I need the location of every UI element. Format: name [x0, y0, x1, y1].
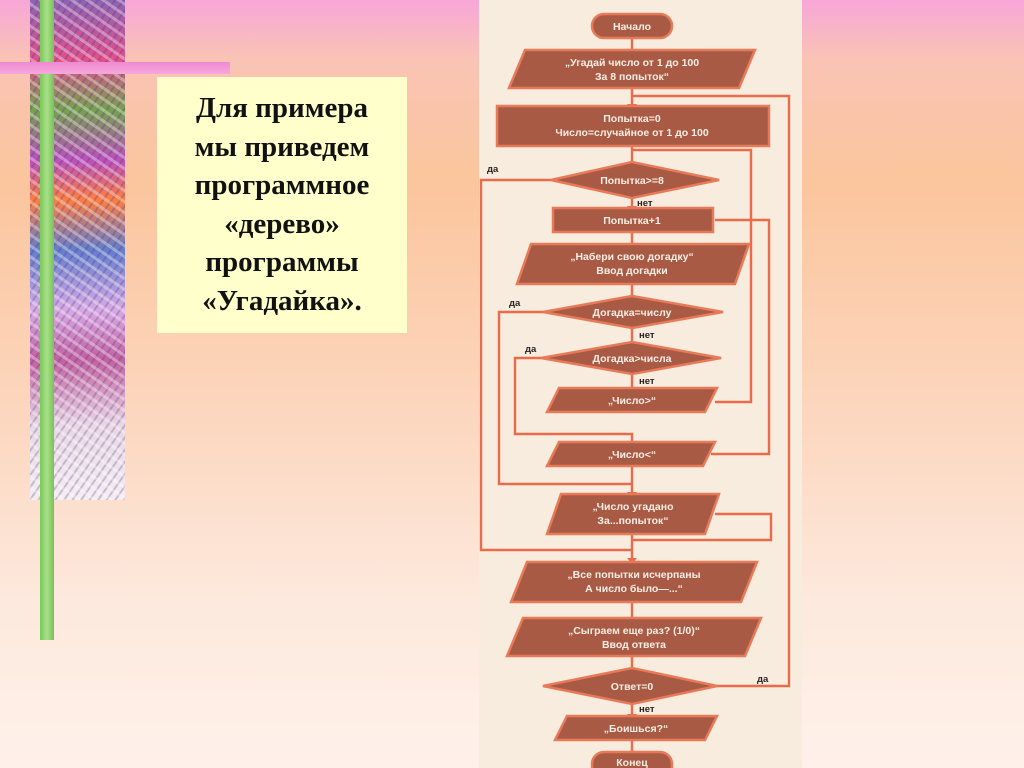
decision-shape [540, 340, 722, 376]
flow-node-print-less: „Число<“ [544, 440, 718, 468]
flow-node-ask-again: „Сыграем еще раз? (1/0)“ Ввод ответа [505, 616, 763, 658]
terminal-shape [590, 12, 674, 40]
caption-line: «Угадайка». [202, 284, 362, 317]
parallelogram-shape [515, 242, 751, 286]
parallelogram-shape [544, 386, 720, 414]
node-label: За 8 попыток“ [595, 71, 669, 83]
flow-node-print-lose: „Все попытки исчерпаны А число было—...“ [509, 560, 759, 604]
node-label: „Все попытки исчерпаны [567, 569, 700, 581]
node-label: Ввод догадки [596, 265, 667, 277]
branch-no-label: нет [639, 376, 655, 387]
node-label: Ответ=0 [611, 681, 654, 693]
branch-yes-label: да [487, 164, 499, 175]
node-label: Начало [613, 21, 651, 33]
connector-loop [711, 218, 771, 456]
flow-node-print-greater: „Число>“ [544, 386, 720, 414]
caption-line: программное [194, 169, 370, 201]
parallelogram-shape [552, 714, 720, 742]
node-label: Попытка=0 [603, 113, 661, 125]
connector [632, 512, 773, 542]
caption-line: Для примера [196, 92, 368, 124]
decorative-green-stripe [40, 0, 54, 640]
flow-node-check-greater: Догадка>числа да нет [525, 340, 722, 387]
terminal-shape [590, 750, 674, 768]
parallelogram-shape [505, 616, 763, 658]
connectors [479, 38, 791, 752]
node-label: „Набери свою догадку“ [570, 251, 694, 263]
flow-node-init: Попытка=0 Число=случайное от 1 до 100 [495, 104, 771, 148]
node-label: „Сыграем еще раз? (1/0)“ [568, 625, 700, 637]
parallelogram-shape [507, 48, 757, 90]
node-label: „Число<“ [608, 449, 656, 461]
caption-line: программы [205, 246, 359, 278]
connector-yes [497, 310, 632, 486]
flow-node-end: Конец [590, 750, 674, 768]
flow-node-increment: Попытка+1 [551, 206, 715, 234]
flow-node-intro: „Угадай число от 1 до 100 За 8 попыток“ [507, 48, 757, 90]
process-shape [551, 206, 715, 234]
flow-node-print-scared: „Боишься?“ [552, 714, 720, 742]
flow-node-start: Начало [590, 12, 674, 40]
caption-text: Для примера мы приведем программное «дер… [195, 89, 370, 320]
branch-yes-label: да [757, 674, 769, 685]
branch-no-label: нет [637, 198, 653, 209]
node-label: Догадка=числу [593, 307, 672, 319]
flowchart-image: Начало „Угадай число от 1 до 100 За 8 по… [479, 0, 802, 768]
node-label: Ввод ответа [602, 639, 666, 651]
node-label: „Угадай число от 1 до 100 [565, 57, 699, 69]
decision-shape [550, 160, 720, 200]
process-shape [495, 104, 771, 148]
connector-loop [632, 148, 753, 404]
branch-no-label: нет [639, 704, 655, 715]
connector-restart [632, 94, 791, 688]
node-label: А число было—...“ [585, 583, 683, 595]
parallelogram-shape [544, 440, 718, 468]
decision-shape [542, 294, 724, 330]
node-label: Попытка+1 [603, 215, 661, 227]
parallelogram-shape [545, 492, 721, 536]
node-label: Догадка>числа [592, 353, 671, 365]
parallelogram-shape [509, 560, 759, 604]
branch-yes-label: да [509, 298, 521, 309]
decorative-pink-line [0, 62, 230, 74]
caption-box: Для примера мы приведем программное «дер… [157, 77, 407, 333]
node-label: „Число>“ [608, 395, 656, 407]
flow-node-print-win: „Число угадано За...попыток“ [545, 492, 721, 536]
flow-node-input-guess: „Набери свою догадку“ Ввод догадки [515, 242, 751, 286]
connector-yes [479, 178, 632, 552]
node-label: Число=случайное от 1 до 100 [555, 127, 709, 139]
caption-line: мы приведем [194, 130, 370, 163]
flow-node-check-answer: Ответ=0 да нет [542, 666, 769, 715]
node-label: „Боишься?“ [604, 723, 669, 735]
node-label: „Число угадано [592, 501, 673, 513]
node-label: Попытка>=8 [600, 175, 664, 187]
flow-node-check-attempts: Попытка>=8 да нет [487, 160, 720, 209]
flowchart: Начало „Угадай число от 1 до 100 За 8 по… [479, 12, 791, 768]
flow-node-check-equal: Догадка=числу да нет [509, 294, 724, 341]
branch-no-label: нет [639, 330, 655, 341]
connector-yes [513, 356, 634, 442]
branch-yes-label: да [525, 344, 537, 355]
decision-shape [542, 666, 718, 706]
node-label: За...попыток“ [597, 515, 668, 527]
node-label: Конец [616, 757, 648, 768]
caption-line: «дерево» [224, 207, 340, 240]
